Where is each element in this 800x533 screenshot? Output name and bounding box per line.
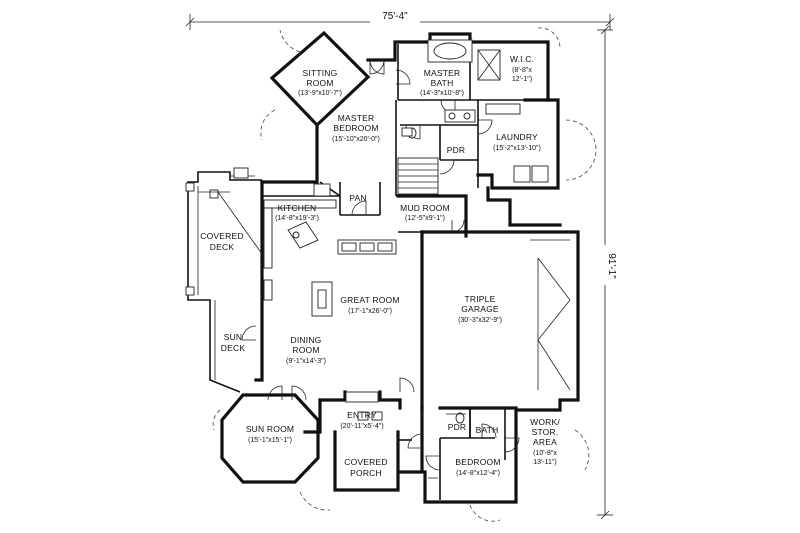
master-bedroom-dim: (15'-10"x20'-0") <box>332 136 380 143</box>
room-sun-deck: SUN DECK <box>221 332 246 353</box>
room-master-bedroom: MASTER BEDROOM (15'-10"x20'-0") <box>332 113 380 143</box>
mud-room-dim: (12'-5"x9'-1") <box>405 215 445 222</box>
room-covered-deck: COVERED DECK <box>200 231 243 252</box>
sitting-room-name: SITTING <box>303 68 338 78</box>
work-stor-name: STOR. <box>532 427 559 437</box>
work-stor-dim: (10'-8"x <box>533 450 557 457</box>
overall-width-label: 75'-4" <box>382 11 408 22</box>
wic-dim: 12'-1") <box>512 76 532 83</box>
covered-deck-name: DECK <box>210 242 235 252</box>
sitting-room-name: ROOM <box>306 78 333 88</box>
laundry-name: LAUNDRY <box>496 132 538 142</box>
kitchen-name: KITCHEN <box>278 203 317 213</box>
bedroom-dim: (14'-8"x12'-4") <box>456 470 500 477</box>
landscape-arcs <box>212 27 597 522</box>
sun-deck-name: DECK <box>221 343 246 353</box>
pdr-upper-name: PDR <box>447 145 466 155</box>
covered-porch-name: PORCH <box>350 468 382 478</box>
dining-room-name: ROOM <box>292 345 319 355</box>
room-master-bath: MASTER BATH (14'-3"x10'-8") <box>420 68 464 97</box>
room-sitting-room: SITTING ROOM (13'-9"x10'-7") <box>298 68 342 97</box>
great-room-name: GREAT ROOM <box>340 295 399 305</box>
room-laundry: LAUNDRY (15'-2"x13'-10") <box>493 132 541 152</box>
dining-room-name: DINING <box>291 335 322 345</box>
work-stor-name: AREA <box>533 437 557 447</box>
work-stor-dim: 13'-11") <box>533 459 557 466</box>
triple-garage-dim: (30'-3"x32'-9") <box>458 317 502 324</box>
sun-room-name: SUN ROOM <box>246 424 294 434</box>
mud-room-name: MUD ROOM <box>400 203 450 213</box>
overall-depth-label: 91'-1" <box>606 253 617 279</box>
fixtures <box>263 39 571 479</box>
pan-name: PAN <box>349 193 366 203</box>
exterior-walls <box>220 30 580 504</box>
room-entry: ENTRY (20'-11"x5'-4") <box>340 410 383 430</box>
room-wic: W.I.C. (8'-8"x 12'-1") <box>510 54 534 83</box>
pdr-lower-name: PDR <box>448 422 467 432</box>
room-labels: SITTING ROOM (13'-9"x10'-7") MASTER BATH… <box>200 54 560 478</box>
room-great-room: GREAT ROOM (17'-1"x26'-0") <box>340 295 399 315</box>
covered-porch-name: COVERED <box>344 457 387 467</box>
room-sun-room: SUN ROOM (15'-1"x15'-1") <box>246 424 294 444</box>
dining-room-dim: (9'-1"x14'-3") <box>286 358 326 365</box>
laundry-dim: (15'-2"x13'-10") <box>493 145 541 152</box>
wic-dim: (8'-8"x <box>512 67 532 74</box>
wic-name: W.I.C. <box>510 54 534 64</box>
room-work-stor-area: WORK/ STOR. AREA (10'-8"x 13'-11") <box>530 417 560 466</box>
covered-deck-name: COVERED <box>200 231 243 241</box>
master-bath-dim: (14'-3"x10'-8") <box>420 90 464 97</box>
room-dining-room: DINING ROOM (9'-1"x14'-3") <box>286 335 326 365</box>
room-mud-room: MUD ROOM (12'-5"x9'-1") <box>400 203 450 222</box>
room-covered-porch: COVERED PORCH <box>344 457 387 478</box>
room-kitchen: KITCHEN (14'-8"x19'-3") <box>275 203 319 222</box>
bedroom-name: BEDROOM <box>455 457 500 467</box>
covered-deck-outline <box>185 167 263 393</box>
sitting-room-dim: (13'-9"x10'-7") <box>298 90 342 97</box>
room-triple-garage: TRIPLE GARAGE (30'-3"x32'-9") <box>458 294 502 324</box>
kitchen-dim: (14'-8"x19'-3") <box>275 215 319 222</box>
room-bedroom: BEDROOM (14'-8"x12'-4") <box>455 457 500 477</box>
overall-depth-dimension: 91'-1" <box>596 25 617 520</box>
overall-width-dimension: 75'-4" <box>185 9 615 30</box>
entry-name: ENTRY <box>347 410 377 420</box>
bath-name: BATH <box>476 425 499 435</box>
work-stor-name: WORK/ <box>530 417 560 427</box>
great-room-dim: (17'-1"x26'-0") <box>348 308 392 315</box>
sun-deck-name: SUN <box>224 332 243 342</box>
master-bath-name: MASTER <box>424 68 461 78</box>
master-bedroom-name: BEDROOM <box>333 123 378 133</box>
sun-room-dim: (15'-1"x15'-1") <box>248 437 292 444</box>
triple-garage-name: TRIPLE <box>465 294 496 304</box>
entry-dim: (20'-11"x5'-4") <box>340 423 383 430</box>
triple-garage-name: GARAGE <box>461 304 499 314</box>
master-bath-name: BATH <box>431 78 454 88</box>
master-bedroom-name: MASTER <box>338 113 375 123</box>
